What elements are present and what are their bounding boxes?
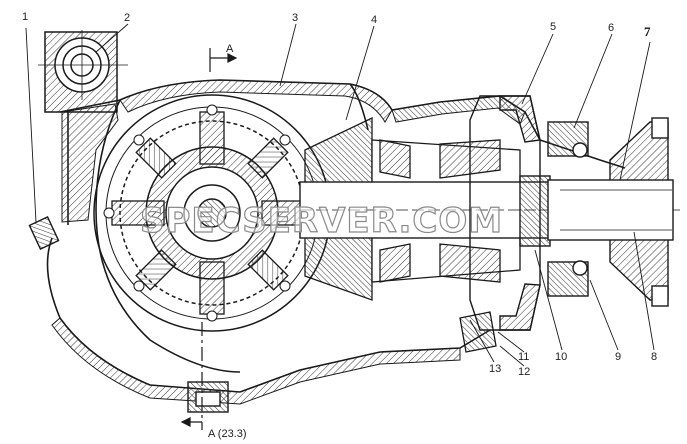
housing-wall-hatch: [51, 79, 526, 405]
watermark: SPECSERVER.COM: [140, 201, 503, 241]
callout-9: 9: [615, 351, 621, 363]
drain-plug-left: [28, 216, 60, 250]
drain-plug-bottom: [187, 381, 229, 413]
callout-6: 6: [608, 22, 614, 34]
side-gear-teeth: [111, 111, 315, 315]
section-label-top: A: [226, 43, 234, 55]
callout-5: 5: [550, 21, 556, 33]
callout-3: 3: [292, 12, 298, 24]
callout-11: 11: [518, 351, 529, 363]
callout-12: 12: [518, 366, 530, 378]
companion-flange: [547, 117, 674, 307]
callout-2: 2: [124, 12, 130, 24]
callout-10: 10: [555, 351, 567, 363]
vent-boss: [38, 30, 128, 113]
differential-case: [93, 94, 331, 332]
oil-seal: [459, 311, 497, 353]
callout-7: 7: [644, 24, 651, 39]
leader-lines: [25, 23, 655, 367]
callout-13: 13: [489, 363, 501, 375]
callout-4: 4: [371, 14, 377, 26]
callout-1: 1: [22, 11, 28, 23]
callout-8: 8: [651, 351, 657, 363]
section-line: [180, 48, 238, 430]
section-label-bottom: A (23.3): [208, 428, 247, 440]
bearing-cage: [469, 95, 589, 331]
